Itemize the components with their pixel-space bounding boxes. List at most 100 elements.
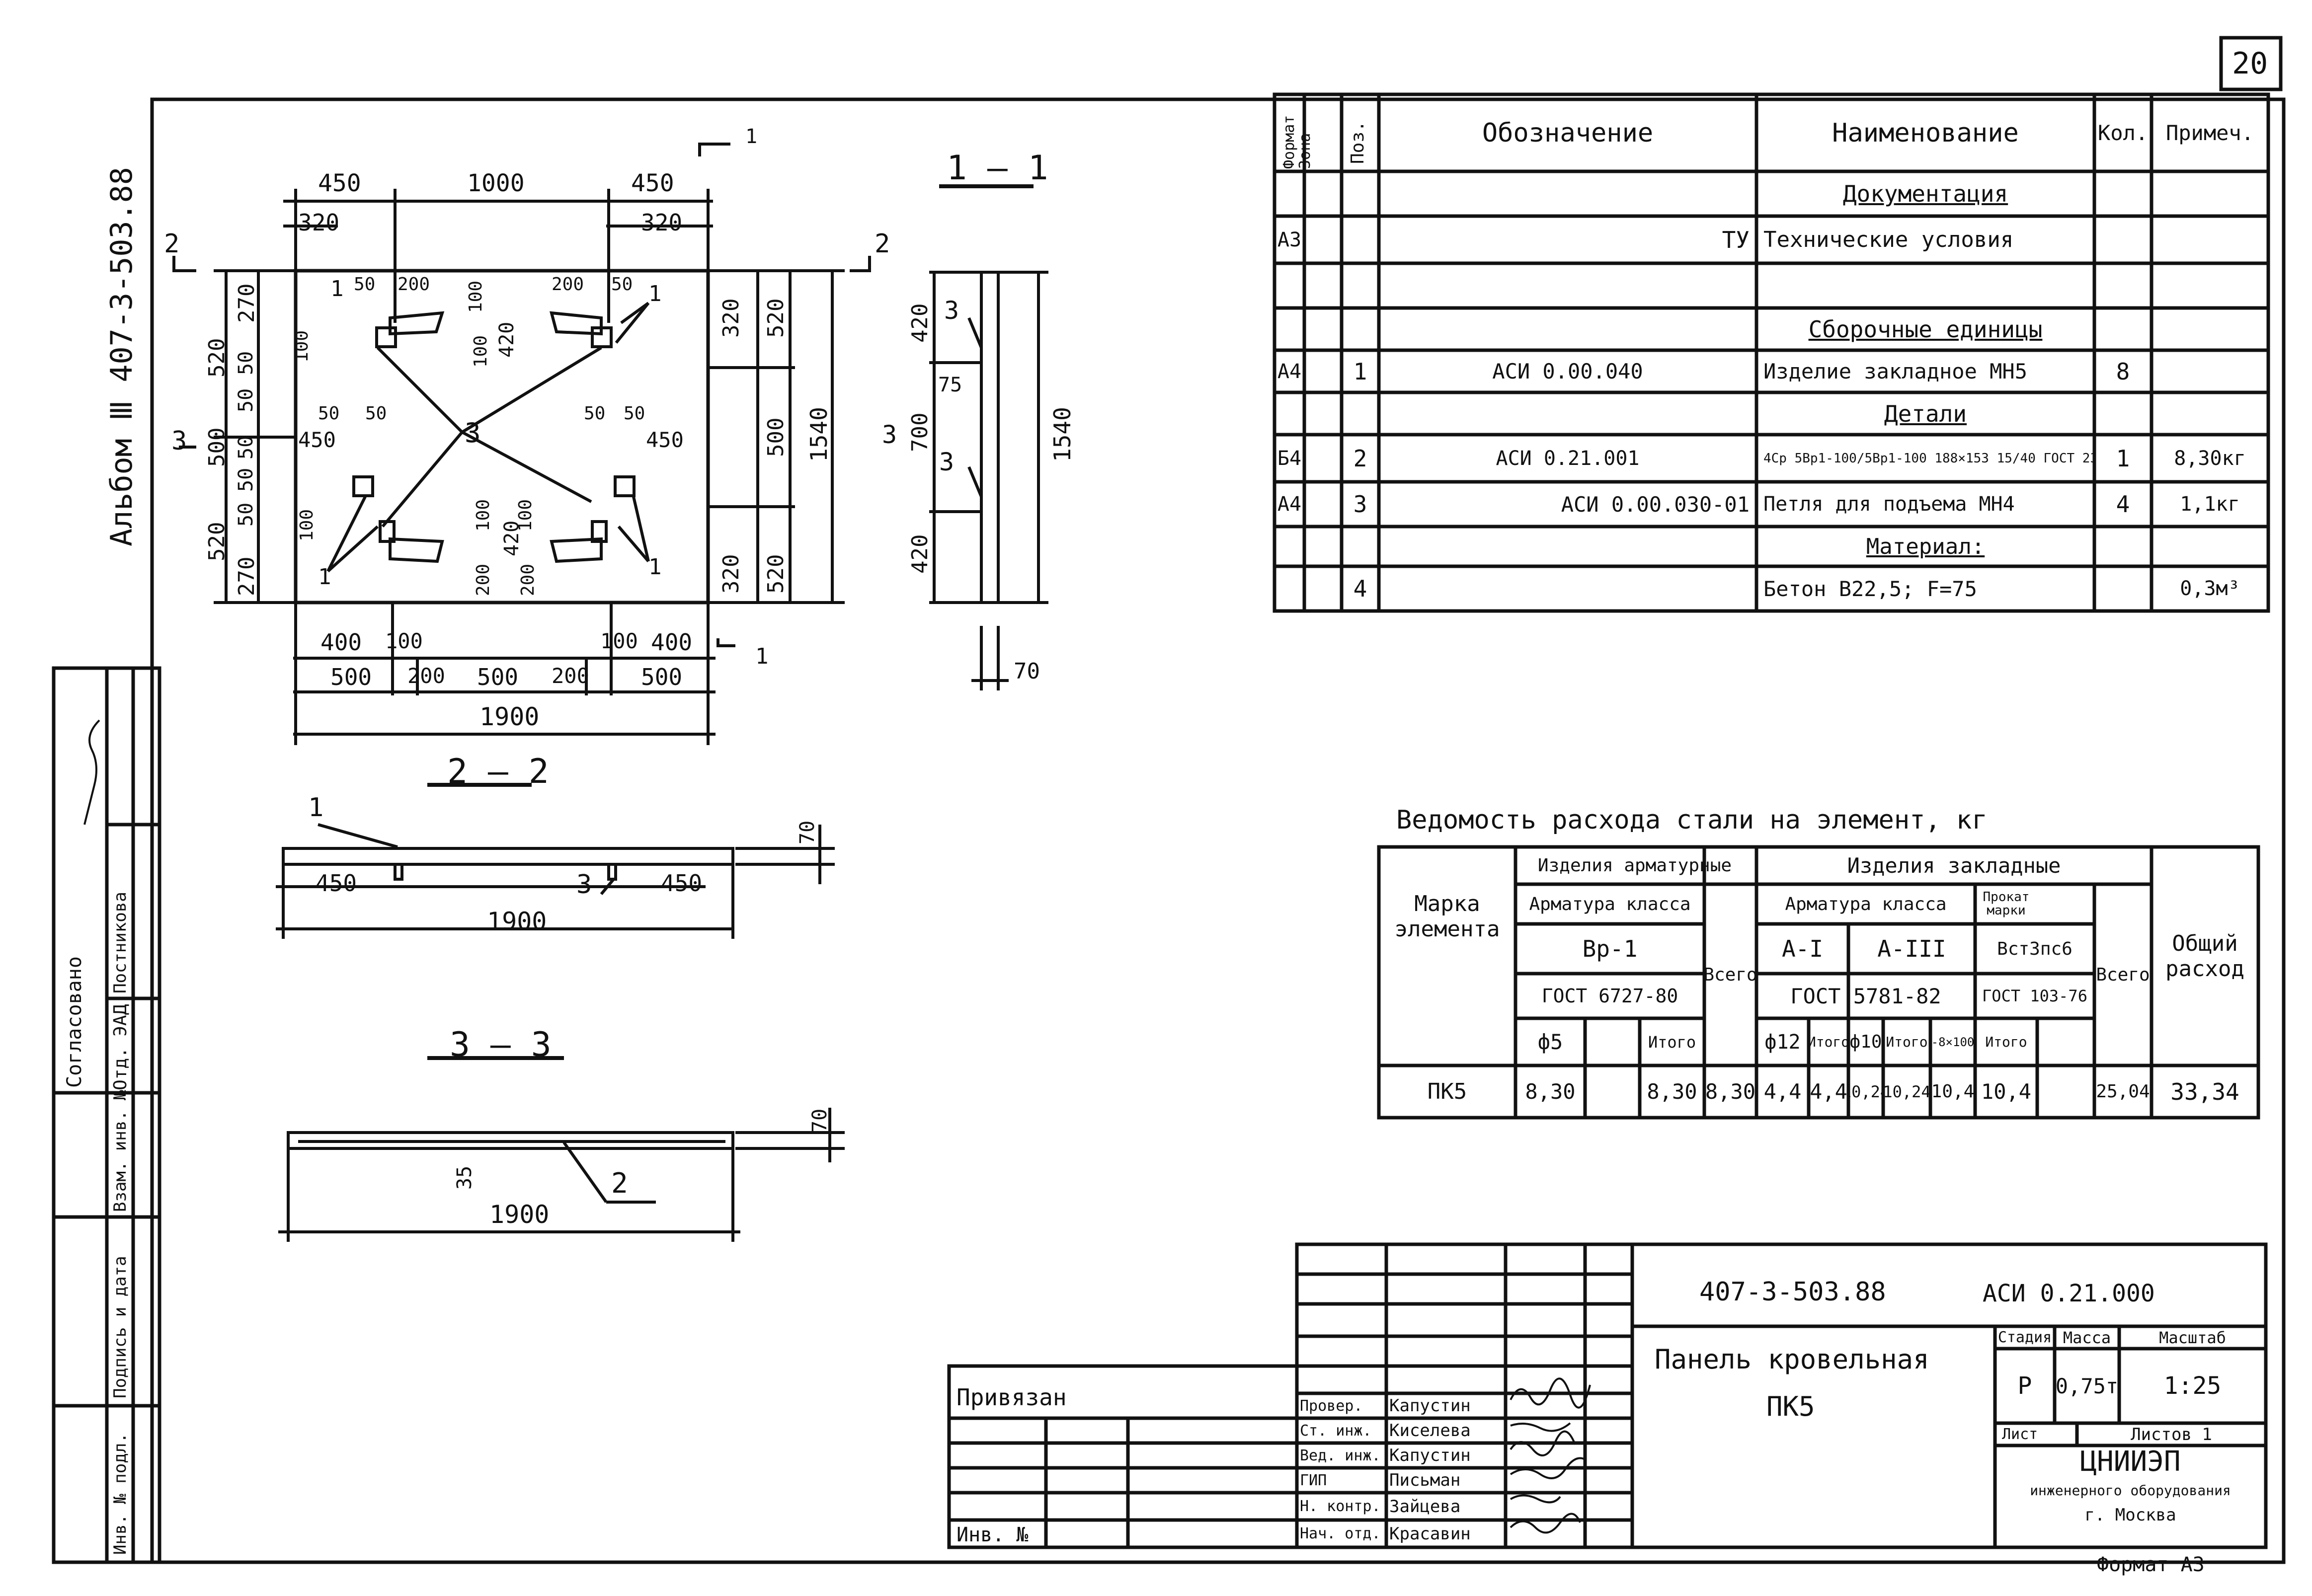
cut-mark-label: 3 bbox=[171, 426, 187, 456]
dim-text: 450 bbox=[318, 169, 361, 197]
dim-text: 1900 bbox=[479, 702, 540, 731]
spec-row-name: Технические условия bbox=[1763, 227, 2014, 252]
steel-header-grand: Общий расход bbox=[2165, 931, 2244, 982]
person-name: Зайцева bbox=[1389, 1496, 1461, 1517]
scale-value: 1:25 bbox=[2163, 1372, 2222, 1400]
person-name: Красавин bbox=[1389, 1523, 1471, 1544]
dim-text: 70 bbox=[808, 1108, 831, 1133]
steel-cell-itogo2: 4,4 bbox=[1810, 1079, 1847, 1104]
org-city: г. Москва bbox=[2084, 1505, 2176, 1525]
person-name: Письман bbox=[1389, 1470, 1461, 1490]
steel-cell-grand: 33,34 bbox=[2170, 1078, 2239, 1105]
stage-header: Стадия bbox=[1997, 1329, 2052, 1346]
privyazan-label: Привязан bbox=[957, 1384, 1067, 1411]
role-label: Нач. отд. bbox=[1300, 1525, 1381, 1542]
spec-row-name: Детали bbox=[1884, 400, 1967, 427]
dim-text: 500 bbox=[330, 664, 372, 690]
dim-text: 520 bbox=[204, 522, 230, 561]
dim-text: 420 bbox=[907, 303, 933, 343]
mass-header: Масса bbox=[2063, 1328, 2111, 1347]
steel-header-rebar-class2: Арматура класса bbox=[1785, 894, 1947, 914]
spec-row-pos: 2 bbox=[1353, 445, 1367, 472]
cut-mark-label: 1 bbox=[745, 125, 758, 148]
position-label: 3 bbox=[576, 870, 592, 900]
spec-row-qty: 8 bbox=[2116, 358, 2130, 385]
spec-row-designation: АСИ 0.00.030-01 bbox=[1561, 492, 1750, 517]
spec-row-pos: 3 bbox=[1353, 491, 1367, 518]
dim-text: 400 bbox=[320, 629, 362, 656]
cut-mark-label: 2 bbox=[875, 229, 890, 259]
spec-row-designation: АСИ 0.00.040 bbox=[1492, 359, 1643, 383]
section-1-1-title: 1 — 1 bbox=[947, 149, 1048, 188]
dim-text: 700 bbox=[907, 412, 933, 452]
position-label: 3 bbox=[944, 296, 959, 325]
section-2-2 bbox=[276, 783, 835, 939]
person-name: Капустин bbox=[1389, 1396, 1471, 1416]
position-label: 1 bbox=[648, 554, 662, 580]
steel-header-a1: А-I bbox=[1781, 935, 1824, 962]
title-block-grid bbox=[947, 1242, 2268, 1549]
dim-text: 50 bbox=[611, 274, 633, 295]
doc-code-2: АСИ 0.21.000 bbox=[1983, 1280, 2155, 1307]
steel-header-embedded: Изделия закладные bbox=[1847, 853, 2061, 878]
doc-code: 407-3-503.88 bbox=[1699, 1277, 1886, 1307]
dim-text: 100 bbox=[473, 499, 493, 532]
plan-view bbox=[172, 143, 871, 745]
spec-header-note: Примеч. bbox=[2165, 121, 2254, 145]
person-name: Киселева bbox=[1389, 1421, 1471, 1441]
spec-row-pos: 4 bbox=[1353, 575, 1367, 602]
cut-mark-label: 3 bbox=[882, 420, 897, 449]
section-1-1 bbox=[929, 184, 1048, 690]
position-label: 3 bbox=[465, 417, 481, 449]
dim-text: 270 bbox=[234, 283, 259, 323]
steel-header-itogo1: Итого bbox=[1648, 1032, 1696, 1052]
strip-label: Постникова bbox=[110, 892, 130, 993]
dim-text: 50 bbox=[235, 467, 257, 492]
role-label: Провер. bbox=[1300, 1397, 1363, 1415]
dim-text: 50 bbox=[365, 403, 387, 424]
position-label: 1 bbox=[648, 281, 662, 306]
dim-text: 70 bbox=[796, 820, 819, 844]
dim-text: 270 bbox=[234, 556, 259, 596]
dim-text: 75 bbox=[938, 374, 962, 396]
steel-header-d12: ф12 bbox=[1764, 1030, 1801, 1054]
org-name: ЦНИИЭП bbox=[2080, 1445, 2181, 1478]
dim-text: 500 bbox=[763, 417, 789, 457]
dim-text: 50 bbox=[624, 403, 645, 424]
mass-value: 0,75т bbox=[2055, 1373, 2119, 1398]
spec-row-note: 0,3м³ bbox=[2180, 577, 2240, 600]
dim-text: 70 bbox=[1014, 659, 1040, 684]
dim-text: 450 bbox=[646, 428, 684, 452]
steel-cell-itogo1: 8,30 bbox=[1647, 1079, 1697, 1104]
spec-row-name: Материал: bbox=[1866, 533, 1985, 559]
dim-text: 450 bbox=[298, 428, 336, 452]
dim-text: 50 bbox=[354, 274, 376, 295]
album-label: Альбом Ⅲ 407-3-503.88 bbox=[104, 167, 139, 546]
steel-header-rolled: Прокат марки bbox=[1983, 889, 2030, 918]
dim-text: 450 bbox=[316, 870, 357, 897]
section-2-2-title: 2 — 2 bbox=[447, 752, 549, 791]
strip-label: Подпись и дата bbox=[110, 1256, 130, 1398]
spec-row-designation: ТУ bbox=[1722, 226, 1750, 253]
steel-cell-d5: 8,30 bbox=[1525, 1079, 1576, 1104]
position-label: 1 bbox=[318, 564, 331, 590]
steel-header-mark: Марка элемента bbox=[1394, 891, 1500, 942]
spec-row-format: Б4 bbox=[1277, 447, 1302, 470]
spec-row-note: 8,30кг bbox=[2174, 447, 2246, 470]
inv-no-label: Инв. № bbox=[957, 1523, 1029, 1546]
spec-header-zone: Зона bbox=[1296, 133, 1314, 169]
dim-text: 420 bbox=[495, 321, 518, 358]
dim-text: 500 bbox=[477, 664, 519, 690]
spec-row-name: Сборочные единицы bbox=[1808, 315, 2043, 343]
dim-text: 1540 bbox=[1049, 407, 1076, 462]
position-label: 3 bbox=[939, 448, 955, 476]
dim-text: 200 bbox=[473, 563, 493, 596]
org-name-2: инженерного оборудования bbox=[2030, 1482, 2231, 1499]
spec-row-format: А4 bbox=[1277, 493, 1302, 516]
dim-text: 320 bbox=[718, 554, 744, 594]
dim-text: 50 bbox=[318, 403, 340, 424]
spec-header-format: Формат bbox=[1280, 115, 1298, 169]
dim-text: 100 bbox=[515, 499, 536, 532]
dim-text: 520 bbox=[763, 554, 789, 594]
